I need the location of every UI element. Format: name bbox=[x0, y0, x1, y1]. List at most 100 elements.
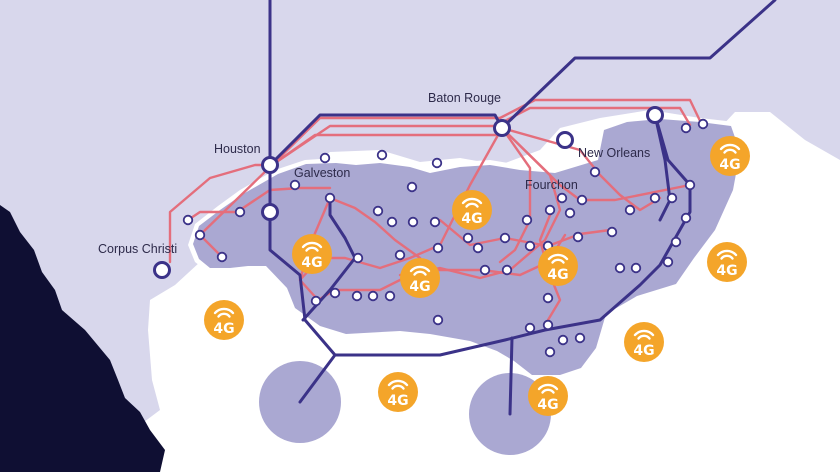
signal-4g-icon: 4G bbox=[378, 372, 418, 412]
node-icon bbox=[429, 216, 441, 228]
signal-4g-icon: 4G bbox=[400, 258, 440, 298]
city-label-houston: Houston bbox=[214, 142, 261, 156]
node-icon bbox=[576, 194, 588, 206]
badge-label: 4G bbox=[387, 393, 408, 409]
node-icon bbox=[544, 204, 556, 216]
node-icon bbox=[319, 152, 331, 164]
node-icon bbox=[432, 314, 444, 326]
hub-icon bbox=[646, 106, 664, 124]
signal-4g-icon: 4G bbox=[204, 300, 244, 340]
node-icon bbox=[182, 214, 194, 226]
signal-4g-icon: 4G bbox=[452, 190, 492, 230]
node-icon bbox=[216, 251, 228, 263]
node-icon bbox=[384, 290, 396, 302]
node-icon bbox=[542, 292, 554, 304]
badge-label: 4G bbox=[547, 267, 568, 283]
node-icon bbox=[564, 207, 576, 219]
fiber-route bbox=[328, 196, 422, 260]
badge-layer: 4G 4G 4G 4G 4G 4G 4G 4G 4G 4G bbox=[204, 136, 750, 416]
node-icon bbox=[662, 256, 674, 268]
node-icon bbox=[329, 287, 341, 299]
fiber-route bbox=[270, 133, 502, 167]
node-icon bbox=[624, 204, 636, 216]
node-icon bbox=[501, 264, 513, 276]
badge-label: 4G bbox=[716, 263, 737, 279]
node-icon bbox=[386, 216, 398, 228]
node-icon bbox=[432, 242, 444, 254]
hub-icon bbox=[556, 131, 574, 149]
node-icon bbox=[572, 231, 584, 243]
badge-label: 4G bbox=[213, 321, 234, 337]
node-icon bbox=[524, 240, 536, 252]
node-icon bbox=[324, 192, 336, 204]
node-icon bbox=[394, 249, 406, 261]
node-icon bbox=[406, 181, 418, 193]
node-icon bbox=[680, 122, 692, 134]
node-icon bbox=[431, 157, 443, 169]
hub-icon bbox=[261, 203, 279, 221]
node-icon bbox=[289, 179, 301, 191]
node-icon bbox=[544, 346, 556, 358]
fiber-route bbox=[238, 186, 332, 212]
signal-4g-icon: 4G bbox=[710, 136, 750, 176]
badge-label: 4G bbox=[719, 157, 740, 173]
node-icon bbox=[684, 179, 696, 191]
signal-4g-icon: 4G bbox=[538, 246, 578, 286]
node-icon bbox=[479, 264, 491, 276]
node-icon bbox=[472, 242, 484, 254]
node-icon bbox=[524, 322, 536, 334]
node-icon bbox=[666, 192, 678, 204]
node-icon bbox=[234, 206, 246, 218]
node-icon bbox=[589, 166, 601, 178]
node-icon bbox=[194, 229, 206, 241]
city-label-corpus-christi: Corpus Christi bbox=[98, 242, 177, 256]
node-icon bbox=[574, 332, 586, 344]
node-icon bbox=[351, 290, 363, 302]
hub-icon bbox=[153, 261, 171, 279]
backbone-route bbox=[298, 353, 337, 404]
node-icon bbox=[614, 262, 626, 274]
node-icon bbox=[499, 232, 511, 244]
node-icon bbox=[606, 226, 618, 238]
badge-label: 4G bbox=[461, 211, 482, 227]
backbone-route bbox=[301, 196, 357, 322]
fiber-route bbox=[168, 98, 704, 264]
hub-icon bbox=[493, 119, 511, 137]
city-label-new-orleans: New Orleans bbox=[578, 146, 650, 160]
node-icon bbox=[310, 295, 322, 307]
backbone-route bbox=[653, 113, 672, 222]
node-icon bbox=[680, 212, 692, 224]
badge-label: 4G bbox=[633, 343, 654, 359]
signal-4g-icon: 4G bbox=[707, 242, 747, 282]
label-layer: Houston Baton Rouge New Orleans Galvesto… bbox=[98, 91, 650, 256]
badge-label: 4G bbox=[537, 397, 558, 413]
node-icon bbox=[376, 149, 388, 161]
node-icon bbox=[557, 334, 569, 346]
hub-layer bbox=[153, 106, 664, 279]
node-icon bbox=[521, 214, 533, 226]
node-icon bbox=[670, 236, 682, 248]
node-icon bbox=[407, 216, 419, 228]
node-layer bbox=[182, 109, 709, 358]
signal-4g-icon: 4G bbox=[292, 234, 332, 274]
signal-4g-icon: 4G bbox=[528, 376, 568, 416]
badge-label: 4G bbox=[301, 255, 322, 271]
city-label-fourchon: Fourchon bbox=[525, 178, 578, 192]
signal-4g-icon: 4G bbox=[624, 322, 664, 362]
hub-icon bbox=[261, 156, 279, 174]
coverage-area bbox=[193, 119, 740, 375]
backbone-route bbox=[500, 0, 777, 130]
node-icon bbox=[542, 319, 554, 331]
node-icon bbox=[630, 262, 642, 274]
node-icon bbox=[649, 192, 661, 204]
node-icon bbox=[697, 118, 709, 130]
backbone-route bbox=[508, 336, 514, 416]
backbone-route bbox=[268, 113, 692, 357]
node-icon bbox=[352, 252, 364, 264]
node-icon bbox=[556, 192, 568, 204]
node-icon bbox=[372, 205, 384, 217]
